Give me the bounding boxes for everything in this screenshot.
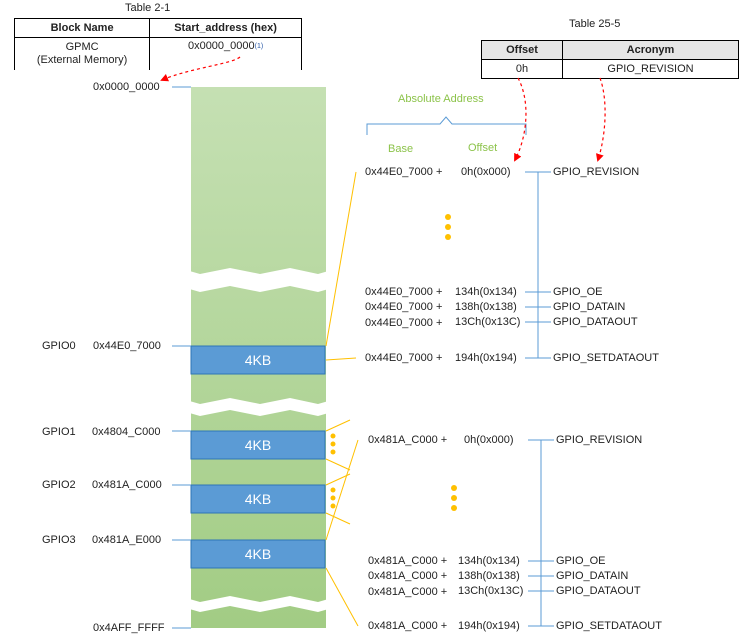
register-base: 0x44E0_7000 + xyxy=(365,352,443,364)
register-acronym: GPIO_OE xyxy=(553,286,603,298)
table-25-5-offset-cell: 0h xyxy=(481,59,563,79)
top-address-label: 0x0000_0000 xyxy=(93,81,160,93)
register-base: 0x44E0_7000 + xyxy=(365,286,443,298)
register-base: 0x44E0_7000 + xyxy=(365,166,443,178)
table-2-1: Block Name Start_address (hex) GPMC (Ext… xyxy=(13,18,302,70)
gpio1-leader-a xyxy=(325,419,351,432)
register-acronym: GPIO_REVISION xyxy=(556,434,643,446)
acronym-arrow xyxy=(596,77,606,162)
register-acronym: GPIO_DATAOUT xyxy=(556,585,641,597)
ellipsis-dot xyxy=(445,214,451,220)
table-2-1-address-cell: 0x0000_0000(1) xyxy=(149,37,302,70)
register-acronym: GPIO_DATAOUT xyxy=(553,316,638,328)
memory-break-1 xyxy=(186,268,332,292)
gpio0-leader-bottom xyxy=(325,357,357,361)
register-offset: 0h(0x000) xyxy=(464,434,514,446)
ellipsis-dot xyxy=(330,503,336,509)
ellipsis-dot xyxy=(330,433,336,439)
register-offset: 13Ch(0x13C) xyxy=(458,585,524,597)
gpio0-block-size: 4KB xyxy=(244,352,272,368)
register-offset: 0h(0x000) xyxy=(461,166,511,178)
gpio3-name: GPIO3 xyxy=(42,534,76,546)
table-25-5: Offset Acronym 0h GPIO_REVISION xyxy=(481,40,739,79)
register-acronym: GPIO_SETDATAOUT xyxy=(556,620,662,632)
ellipsis-dot xyxy=(330,449,336,455)
gpio2-name: GPIO2 xyxy=(42,479,76,491)
gpio0-4kb-block xyxy=(190,345,326,375)
register-base: 0x481A_C000 + xyxy=(368,434,448,446)
register-acronym: GPIO_DATAIN xyxy=(553,301,626,313)
table-25-5-caption: Table 25-5 xyxy=(569,18,621,30)
ellipsis-dot xyxy=(330,487,336,493)
register-base: 0x481A_C000 + xyxy=(368,555,448,567)
register-offset: 194h(0x194) xyxy=(455,352,517,364)
gpio2-leader-bottom xyxy=(325,567,359,627)
register-acronym: GPIO_DATAIN xyxy=(556,570,629,582)
table-2-1-caption: Table 2-1 xyxy=(125,2,171,14)
ellipsis-dot xyxy=(330,495,336,501)
absolute-address-bracket xyxy=(366,116,527,135)
register-offset: 134h(0x134) xyxy=(458,555,520,567)
register-offset: 138h(0x138) xyxy=(458,570,520,582)
footnote-marker: (1) xyxy=(254,43,264,50)
table-25-5-acronym-cell: GPIO_REVISION xyxy=(562,59,739,79)
table-2-1-block-name-cell: GPMC (External Memory) xyxy=(13,37,151,70)
gpio2-leader-top xyxy=(325,439,359,541)
table-25-5-header-acronym: Acronym xyxy=(562,40,739,60)
memory-break-3 xyxy=(186,596,332,612)
gpio2-leader-b xyxy=(325,512,351,525)
gpio3-block-size: 4KB xyxy=(244,546,272,562)
ellipsis-dot xyxy=(451,485,457,491)
register-acronym: GPIO_REVISION xyxy=(553,166,640,178)
ellipsis-dot xyxy=(445,234,451,240)
gpio0-leader-top xyxy=(325,171,357,347)
ellipsis-dot xyxy=(445,224,451,230)
start-address-value: 0x0000_0000 xyxy=(187,40,255,52)
register-offset: 138h(0x138) xyxy=(455,301,517,313)
gpio2-leader-a xyxy=(325,473,351,486)
ellipsis-dot xyxy=(451,505,457,511)
gpio2-address: 0x481A_C000 xyxy=(92,479,162,491)
ellipsis-dot xyxy=(451,495,457,501)
register-offset: 194h(0x194) xyxy=(458,620,520,632)
table-2-1-header-start-address: Start_address (hex) xyxy=(149,18,302,38)
memory-break-2 xyxy=(186,398,332,416)
register-base: 0x481A_C000 + xyxy=(368,570,448,582)
table-25-5-header-offset: Offset xyxy=(481,40,563,60)
gpio2-block-size: 4KB xyxy=(244,491,272,507)
block-name-line1: GPMC xyxy=(65,41,99,53)
table-2-1-header-block-name: Block Name xyxy=(13,18,151,38)
register-offset: 134h(0x134) xyxy=(455,286,517,298)
offset-arrow xyxy=(514,77,527,162)
gpio0-name: GPIO0 xyxy=(42,340,76,352)
register-base: 0x481A_C000 + xyxy=(368,586,448,598)
gpio3-address: 0x481A_E000 xyxy=(92,534,162,546)
gpio1-block-size: 4KB xyxy=(244,437,272,453)
gpio1-address: 0x4804_C000 xyxy=(92,426,161,438)
register-acronym: GPIO_OE xyxy=(556,555,606,567)
register-acronym: GPIO_SETDATAOUT xyxy=(553,352,659,364)
register-offset: 13Ch(0x13C) xyxy=(455,316,521,328)
gpio2-4kb-block xyxy=(190,484,326,514)
gpio0-address: 0x44E0_7000 xyxy=(93,340,161,352)
ellipsis-dot xyxy=(330,441,336,447)
absolute-address-title: Absolute Address xyxy=(398,93,484,105)
block-name-line2: (External Memory) xyxy=(36,54,128,66)
register-base: 0x481A_C000 + xyxy=(368,620,448,632)
base-label: Base xyxy=(388,143,414,155)
gpio1-leader-b xyxy=(325,458,351,471)
gpio3-4kb-block xyxy=(190,539,326,569)
offset-label: Offset xyxy=(468,142,498,154)
register-base: 0x44E0_7000 + xyxy=(365,317,443,329)
register-base: 0x44E0_7000 + xyxy=(365,301,443,313)
bottom-address-label: 0x4AFF_FFFF xyxy=(93,622,165,634)
gpio1-name: GPIO1 xyxy=(42,426,76,438)
start-address-arrow xyxy=(160,56,241,82)
gpio1-4kb-block xyxy=(190,430,326,460)
